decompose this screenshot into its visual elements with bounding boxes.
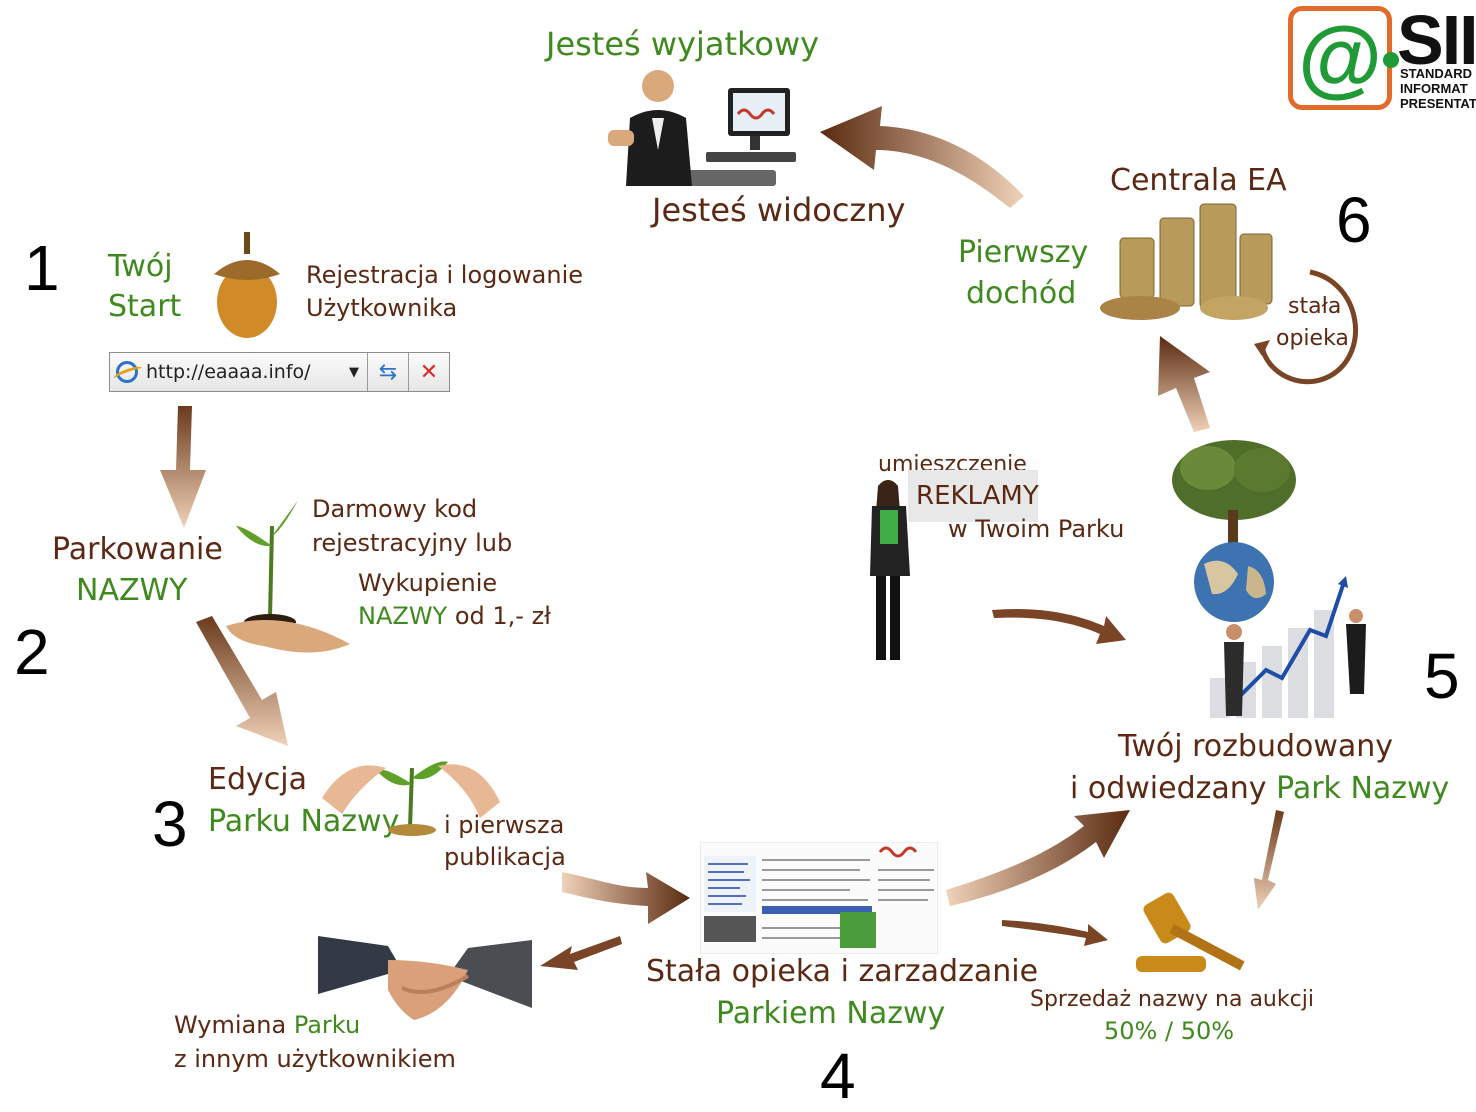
step5-title-line2: i odwiedzany Park Nazwy	[1070, 771, 1450, 807]
step5-title-odwiedzany: i odwiedzany	[1070, 771, 1277, 806]
step3-desc-line2: publikacja	[444, 843, 566, 871]
arrow-5-to-auction	[1254, 810, 1284, 910]
step-number-2: 2	[14, 616, 50, 688]
browser-address-bar[interactable]: http://eaaaa.info/ ▼ ⇆ ✕	[109, 352, 450, 392]
arrow-6-to-top	[820, 106, 1024, 208]
exchange-text-parku: Parku	[293, 1011, 361, 1039]
step-number-1: 1	[24, 232, 60, 304]
step-number-4: 4	[820, 1040, 856, 1112]
logo-subtitle-line3: PRESENTAT	[1400, 96, 1476, 111]
step2-buy-line1: Wykupienie	[358, 569, 498, 597]
label-jestes-wyjatkowy: Jesteś wyjatkowy	[546, 25, 820, 63]
coins-stack-icon	[1100, 203, 1273, 320]
hands-plant-icon	[322, 761, 500, 836]
step2-desc-line1: Darmowy kod	[312, 495, 478, 523]
logo-dot	[1383, 52, 1399, 68]
tree-globe-icon	[1172, 440, 1296, 622]
acorn-icon	[214, 232, 280, 338]
exchange-text-wymiana: Wymiana	[174, 1011, 294, 1039]
auction-line2: 50% / 50%	[1104, 1017, 1235, 1045]
website-screenshot-icon	[700, 842, 938, 954]
step6-left-line1: Pierwszy	[958, 235, 1089, 270]
step-number-3: 3	[152, 788, 188, 860]
auction-line1: Sprzedaż nazwy na aukcji	[1030, 987, 1314, 1012]
loop-line1: stała	[1288, 294, 1342, 319]
step4-title-line1: Stała opieka i zarzadzanie	[646, 954, 1039, 989]
step-number-6: 6	[1336, 184, 1372, 256]
refresh-icon[interactable]: ⇆	[367, 353, 408, 391]
woman-presenter-icon	[870, 480, 910, 660]
logo-subtitle-line2: INFORMAT	[1400, 81, 1468, 96]
step3-title-line2: Parku Nazwy	[208, 804, 400, 839]
arrow-4-to-5	[946, 810, 1130, 906]
arrow-4-to-auction	[1002, 920, 1108, 946]
loop-line2: opieka	[1276, 326, 1349, 351]
step2-buy-line2: NAZWY od 1,- zł	[358, 602, 551, 631]
step5-title-park-nazwy: Park Nazwy	[1276, 771, 1450, 806]
growth-chart-icon	[1210, 576, 1366, 718]
label-jestes-widoczny: Jesteś widoczny	[652, 191, 906, 229]
step6-left-line2: dochód	[966, 276, 1077, 311]
step2-title-line2: NAZWY	[76, 573, 188, 608]
seedling-hand-icon	[226, 500, 350, 653]
step-number-5: 5	[1424, 640, 1460, 712]
arrow-ads-to-5	[992, 608, 1126, 644]
exchange-line1: Wymiana Parku	[174, 1011, 361, 1040]
step2-title-line1: Parkowanie	[52, 532, 223, 567]
step2-buy-price: od 1,- zł	[447, 602, 551, 630]
gavel-icon	[1136, 892, 1245, 972]
loop-arrow	[1259, 269, 1359, 385]
step1-title-line1: Twój	[108, 249, 173, 284]
step4-title-line2: Parkiem Nazwy	[716, 996, 946, 1031]
step3-desc-line1: i pierwsza	[444, 811, 565, 839]
arrow-3-to-4	[562, 872, 690, 924]
businessman-computer-icon	[608, 70, 796, 186]
arrow-1-to-2	[160, 406, 206, 528]
logo-frame	[1288, 6, 1392, 110]
logo-wordmark: SII	[1397, 1, 1476, 79]
step1-title-line2: Start	[108, 289, 182, 324]
step5-title-line1: Twój rozbudowany	[1118, 729, 1394, 764]
ie-browser-icon	[116, 361, 138, 383]
dropdown-arrow-icon[interactable]: ▼	[349, 364, 359, 380]
arrow-2-to-3	[196, 616, 288, 746]
logo-subtitle-line1: STANDARD	[1400, 66, 1472, 81]
address-url[interactable]: http://eaaaa.info/	[146, 361, 311, 383]
step2-buy-nazwy: NAZWY	[358, 602, 448, 630]
ads-line3: w Twoim Parku	[948, 515, 1125, 543]
step1-desc-line2: Użytkownika	[306, 294, 458, 322]
ads-banner	[908, 470, 1038, 522]
step1-desc-line1: Rejestracja i logowanie	[306, 261, 584, 289]
arrow-4-to-exchange	[540, 936, 622, 970]
at-sign-icon: @	[1298, 9, 1382, 106]
handshake-icon	[318, 936, 532, 1020]
step2-desc-line2: rejestracyjny lub	[312, 529, 513, 557]
step6-title: Centrala EA	[1110, 163, 1287, 198]
ads-line2: REKLAMY	[916, 481, 1039, 511]
step3-title-line1: Edycja	[208, 762, 307, 797]
stop-icon[interactable]: ✕	[408, 353, 449, 391]
exchange-line2: z innym użytkownikiem	[174, 1045, 456, 1073]
arrow-5-to-6	[1158, 336, 1210, 432]
